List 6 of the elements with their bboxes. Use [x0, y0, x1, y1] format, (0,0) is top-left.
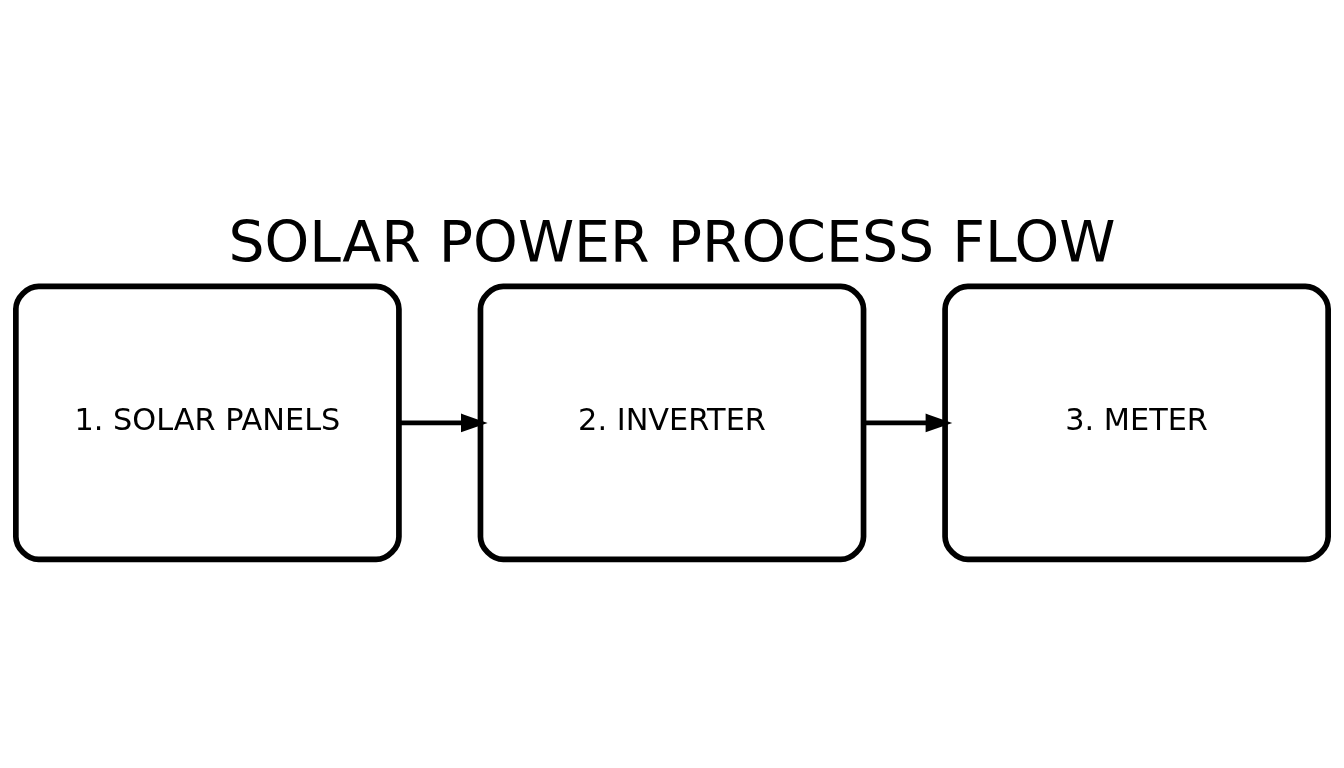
- node-box: 1. SOLAR PANELS: [13, 283, 402, 563]
- arrow: [399, 413, 488, 433]
- arrow: [864, 413, 953, 433]
- node-box: 2. INVERTER: [477, 283, 867, 563]
- node-box: 3. METER: [942, 283, 1331, 563]
- diagram-title: SOLAR POWER PROCESS FLOW: [228, 208, 1116, 275]
